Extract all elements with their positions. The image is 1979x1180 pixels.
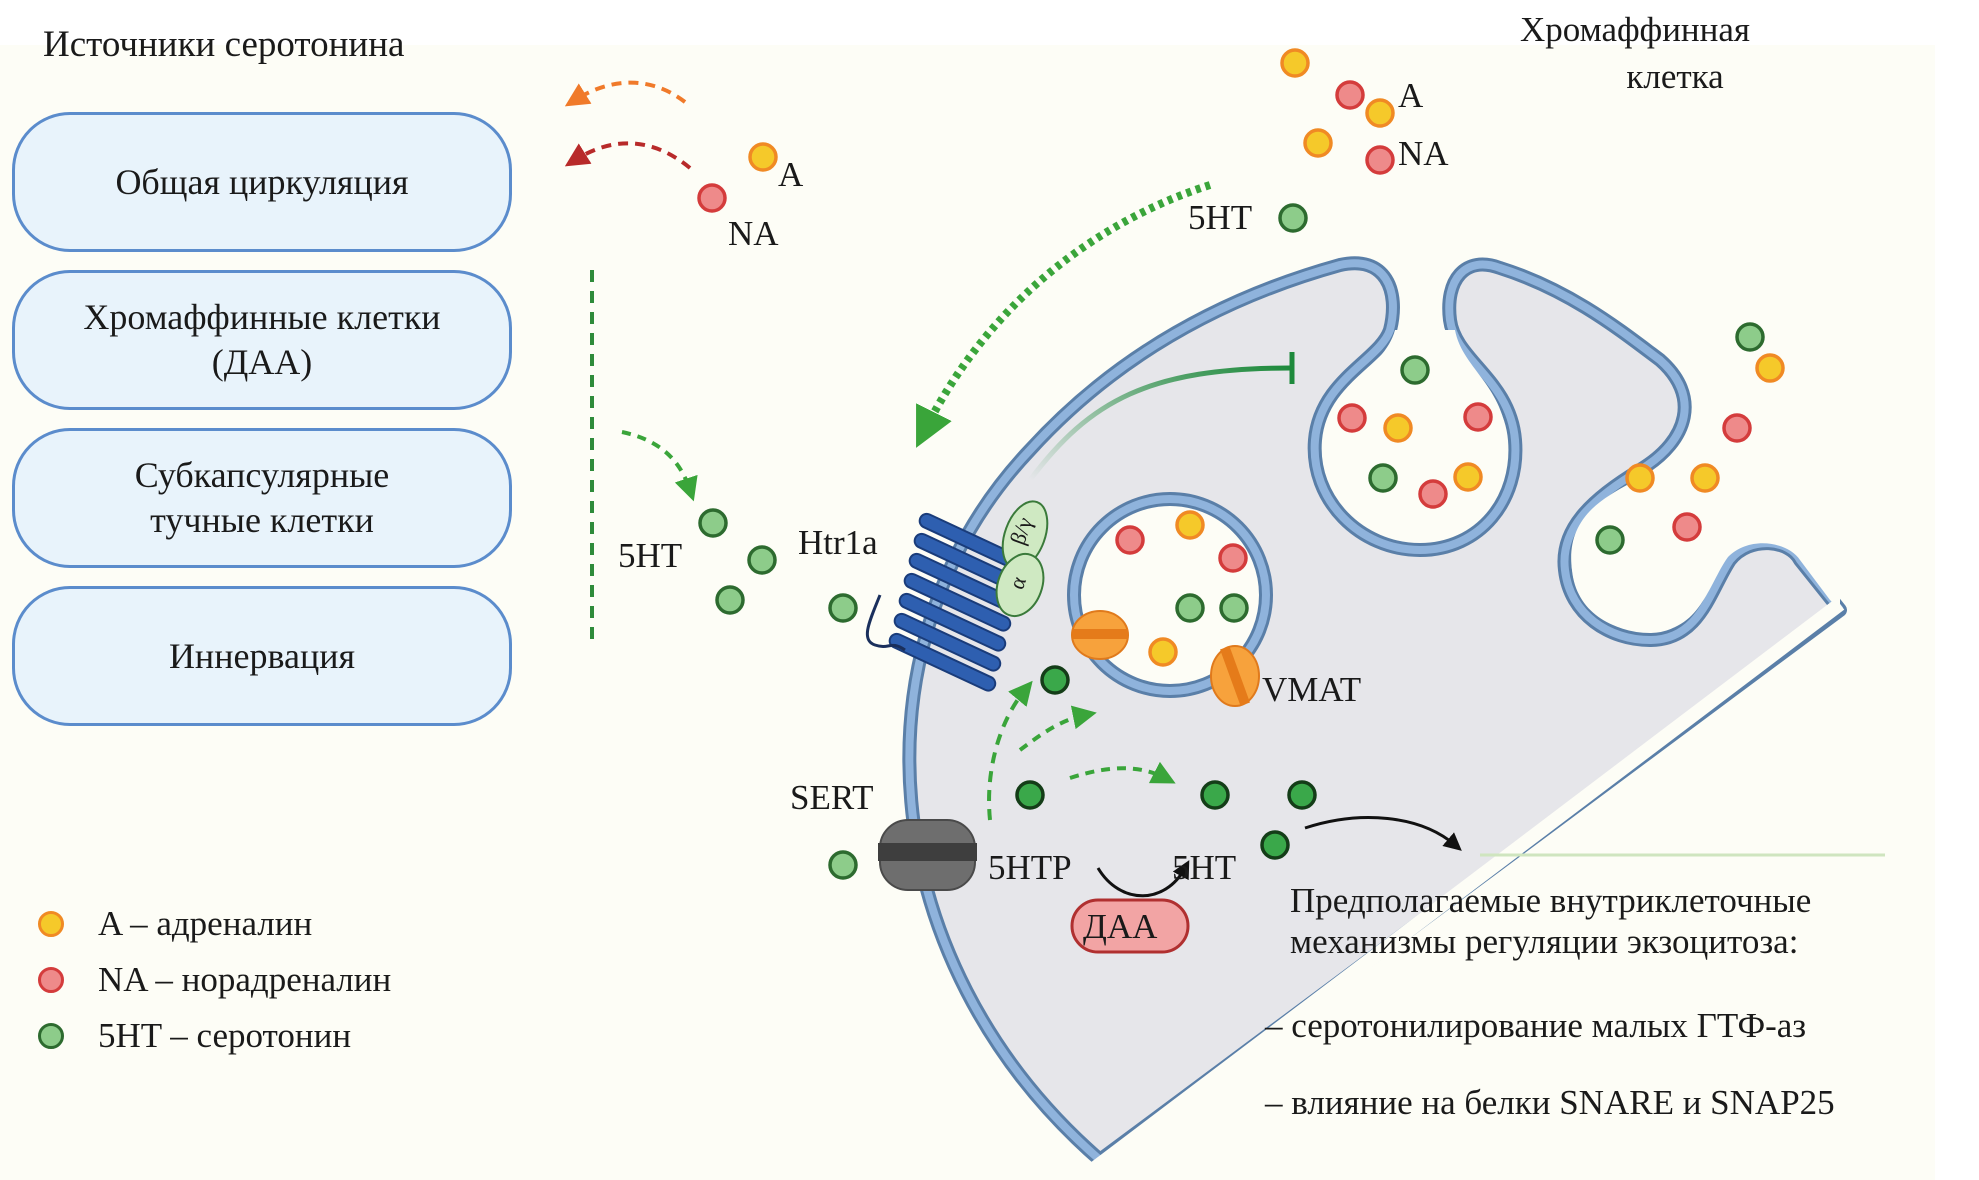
arrow-cytoplasm-5ht bbox=[1069, 761, 1176, 784]
serotonin-molecule-icon bbox=[1260, 830, 1290, 860]
serotonin-molecule-icon bbox=[698, 508, 728, 538]
arrow-noradrenaline-out bbox=[564, 141, 692, 170]
source-box-chromaffin: Хромаффинные клетки (ДАА) bbox=[12, 270, 512, 410]
serotonin-molecule-icon bbox=[1175, 593, 1205, 623]
noradrenaline-molecule-icon bbox=[1722, 413, 1752, 443]
noradrenaline-molecule-icon bbox=[1218, 543, 1248, 573]
adrenaline-molecule-icon bbox=[1690, 463, 1720, 493]
inhibition-arrow bbox=[1028, 365, 1291, 482]
serotonin-molecule-icon bbox=[1400, 355, 1430, 385]
adrenaline-molecule-icon bbox=[1365, 98, 1395, 128]
noradrenaline-molecule-icon bbox=[1115, 525, 1145, 555]
adrenaline-molecule-icon bbox=[1303, 128, 1333, 158]
noradrenaline-molecule-icon bbox=[1418, 479, 1448, 509]
cell-title: Хромаффинная клетка bbox=[1520, 6, 1750, 101]
legend-item-serotonin: 5HT – серотонин bbox=[38, 1008, 391, 1064]
legend-label: 5HT – серотонин bbox=[98, 1016, 352, 1055]
cell-title-line2: клетка bbox=[1626, 57, 1724, 97]
mechanisms-heading-line2: механизмы регуляции экзоцитоза: bbox=[1290, 922, 1799, 962]
adrenaline-molecule-icon bbox=[1755, 353, 1785, 383]
serotonin-molecule-icon bbox=[1200, 780, 1230, 810]
serotonin-molecule-icon bbox=[828, 850, 858, 880]
serotonin-molecule-icon bbox=[747, 545, 777, 575]
label-5ht-top: 5HT bbox=[1188, 198, 1253, 237]
adrenaline-molecule-icon bbox=[1148, 637, 1178, 667]
legend-label: A – адреналин bbox=[98, 904, 313, 943]
legend-label: NA – норадреналин bbox=[98, 960, 392, 999]
conversion-arc bbox=[1096, 860, 1190, 898]
arrow-sert-to-vesicle bbox=[1018, 705, 1097, 752]
source-box-innervation: Иннервация bbox=[12, 586, 512, 726]
serotonin-molecule-icon bbox=[1368, 463, 1398, 493]
noradrenaline-dot-icon bbox=[38, 967, 64, 993]
arrow-to-mechanisms bbox=[1304, 816, 1462, 851]
source-label-2: тучные клетки bbox=[150, 500, 374, 540]
label-a-top: A bbox=[778, 155, 804, 194]
label-htr1a: Htr1a bbox=[798, 523, 878, 562]
legend: A – адреналин NA – норадреналин 5HT – се… bbox=[38, 896, 391, 1064]
label-sert: SERT bbox=[790, 778, 874, 817]
adrenaline-molecule-icon bbox=[1383, 413, 1413, 443]
serotonin-molecule-icon bbox=[1015, 780, 1045, 810]
arrow-sert-up bbox=[987, 680, 1033, 821]
serotonin-molecule-icon bbox=[1595, 525, 1625, 555]
label-a-right: A bbox=[1398, 76, 1424, 115]
arrow-5ht-to-receptor bbox=[916, 181, 1212, 448]
cell-title-line1: Хромаффинная bbox=[1520, 10, 1751, 49]
serotonin-molecule-icon bbox=[1287, 780, 1317, 810]
label-daa: ДАА bbox=[1083, 907, 1158, 946]
label-5htp: 5HTP bbox=[988, 848, 1072, 887]
label-na-top: NA bbox=[728, 214, 779, 253]
legend-item-noradrenaline: NA – норадреналин bbox=[38, 952, 391, 1008]
mechanism-item: – серотонилирование малых ГТФ-аз bbox=[1265, 1006, 1807, 1045]
serotonin-molecule-icon bbox=[1278, 203, 1308, 233]
adrenaline-molecule-icon bbox=[1280, 48, 1310, 78]
arrow-mast-to-5ht bbox=[621, 430, 698, 502]
mechanisms-heading: Предполагаемые внутриклеточные механизмы… bbox=[1290, 880, 1811, 963]
adrenaline-molecule-icon bbox=[748, 142, 778, 172]
source-label-2: (ДАА) bbox=[211, 342, 313, 382]
adrenaline-molecule-icon bbox=[1175, 510, 1205, 540]
mechanism-item: – влияние на белки SNARE и SNAP25 bbox=[1265, 1083, 1835, 1122]
serotonin-molecule-icon bbox=[1040, 665, 1070, 695]
label-vmat: VMAT bbox=[1262, 670, 1362, 709]
label-5ht-left: 5HT bbox=[618, 536, 683, 575]
serotonin-dot-icon bbox=[38, 1023, 64, 1049]
noradrenaline-molecule-icon bbox=[1463, 402, 1493, 432]
noradrenaline-molecule-icon bbox=[1672, 512, 1702, 542]
noradrenaline-molecule-icon bbox=[1365, 145, 1395, 175]
source-box-circulation: Общая циркуляция bbox=[12, 112, 512, 252]
serotonin-molecule-icon bbox=[715, 585, 745, 615]
adrenaline-molecule-icon bbox=[1453, 462, 1483, 492]
diagram-title: Источники серотонина bbox=[43, 24, 405, 65]
adrenaline-molecule-icon bbox=[1625, 463, 1655, 493]
label-na-right: NA bbox=[1398, 134, 1449, 173]
source-label: Иннервация bbox=[168, 635, 356, 676]
noradrenaline-molecule-icon bbox=[1335, 80, 1365, 110]
daa-enzyme-shape bbox=[1070, 898, 1190, 954]
serotonin-molecule-icon bbox=[1735, 322, 1765, 352]
vmat-transporter bbox=[1071, 610, 1260, 707]
noradrenaline-molecule-icon bbox=[697, 183, 727, 213]
source-box-mast-cells: Субкапсулярные тучные клетки bbox=[12, 428, 512, 568]
htr1a-receptor bbox=[865, 512, 1027, 692]
source-label: Субкапсулярные bbox=[134, 455, 390, 495]
mechanisms-heading-line1: Предполагаемые внутриклеточные bbox=[1290, 881, 1812, 920]
serotonin-molecule-icon bbox=[1219, 593, 1249, 623]
adrenaline-dot-icon bbox=[38, 911, 64, 937]
noradrenaline-molecule-icon bbox=[1337, 403, 1367, 433]
sert-transporter bbox=[878, 819, 977, 891]
legend-item-adrenaline: A – адреналин bbox=[38, 896, 391, 952]
molecules bbox=[697, 48, 1785, 880]
g-protein bbox=[995, 500, 1049, 617]
source-label: Общая циркуляция bbox=[115, 161, 409, 202]
source-label: Хромаффинные клетки bbox=[83, 297, 441, 337]
arrow-adrenaline-out bbox=[564, 80, 687, 107]
serotonin-molecule-icon bbox=[828, 593, 858, 623]
label-5ht-inside: 5HT bbox=[1172, 848, 1237, 887]
